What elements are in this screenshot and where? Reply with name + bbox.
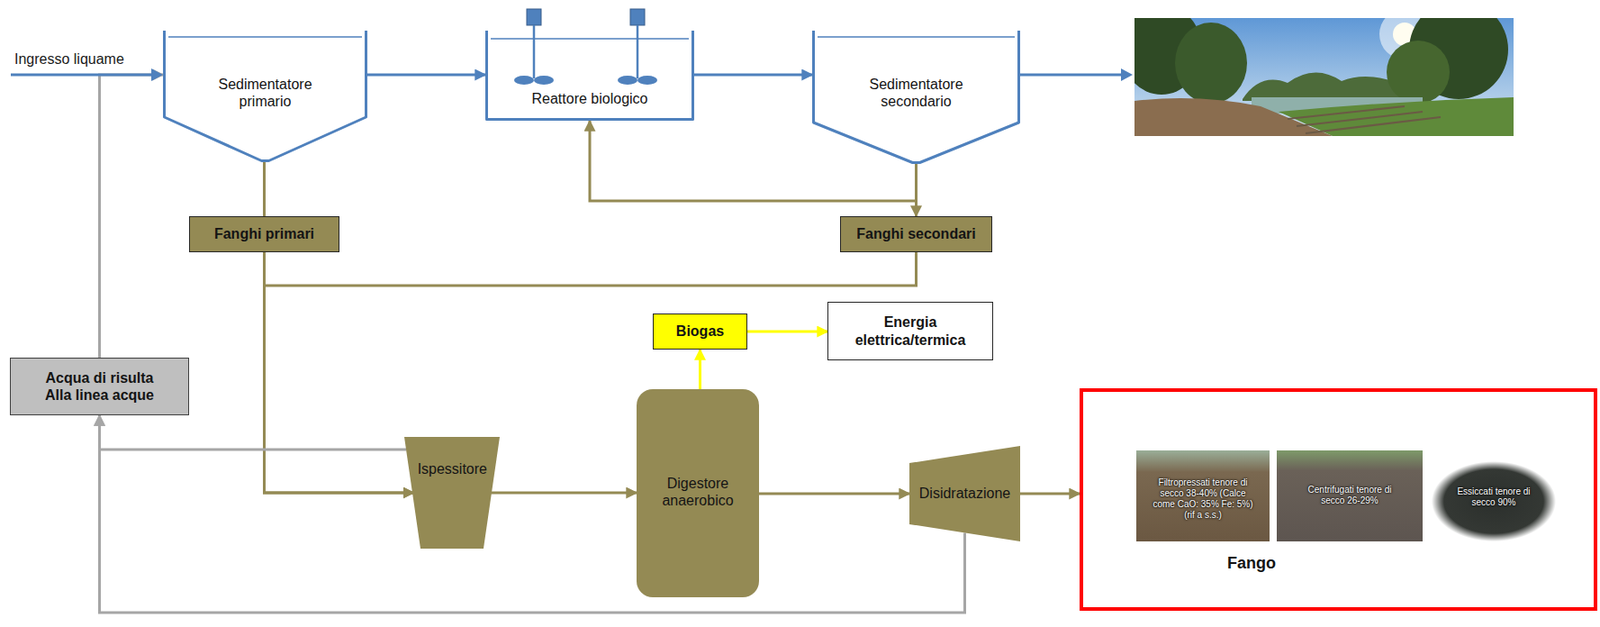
sludge-box: Fanghi primari [189,216,340,253]
node-label: Sedimentatore secondario [860,75,973,110]
dewatering-unit: Disidratazione [909,445,1021,542]
unit-shape [404,436,500,549]
energy-box: Energia elettrica/termica [827,301,994,361]
tank-wall [164,30,367,162]
flow-label: Ingresso liquame [14,50,125,68]
sludge-photo: Centrifugati tenore di secco 26-29% [1276,450,1423,542]
tank-outline [485,30,695,121]
node-label: Essiccati tenore di secco 90% [1448,486,1539,508]
flow-connector [914,163,918,217]
thickener: Ispessitore [404,436,500,549]
flow-connector [490,491,637,495]
return-water-box: Acqua di risulta Alla linea acque [9,357,190,416]
node-label: Fanghi primari [214,225,315,243]
node-label: Digestore anaerobico [648,474,748,509]
sludge-output-frame: Fango Filtropressati tenore di secco 38-4… [1079,388,1598,611]
biogas-box: Biogas [652,313,748,350]
sludge-photo: Filtropressati tenore di secco 38-40% (C… [1136,450,1270,542]
sludge-photo: Essiccati tenore di secco 90% [1431,450,1556,542]
aerator [617,9,658,85]
flow-connector [759,492,910,496]
photo-tree [1386,40,1450,104]
tank-wall [813,30,1020,163]
photo-boardwalk [1287,106,1441,134]
aerator-paddle [514,75,534,85]
aerator-paddle [637,75,658,85]
primary-settler: Sedimentatore primario [162,30,368,163]
flow-connector [698,349,702,389]
inflow-line [10,73,154,77]
aerator-paddle [617,75,638,85]
aerator-shaft [533,25,536,79]
flow-connector [589,120,917,201]
flow-connector [1020,492,1080,496]
flow-connector [747,330,828,334]
flow-connector [694,73,813,77]
sludge-box: Fanghi secondari [840,216,993,253]
node-label: Acqua di risulta Alla linea acque [38,369,162,404]
photo-tree [1175,22,1248,104]
outflow-arrowhead [1120,68,1133,82]
thickener-body [404,436,500,549]
photo-grass [1278,97,1514,136]
node-label: Filtropressati tenore di secco 38-40% (C… [1152,477,1254,521]
dewatering-body [909,445,1021,542]
flow-connector [99,415,966,613]
secondary-settler: Sedimentatore secondario [812,30,1021,164]
flow-connector [264,252,415,493]
node-label: Sedimentatore primario [209,75,322,110]
aerator-shaft [636,25,640,79]
node-label: Centrifugati tenore di secco 26-29% [1299,484,1401,507]
landscape-photo [1134,18,1514,136]
aerator [514,9,554,85]
water-surface [490,37,689,40]
node-label: Fanghi secondari [856,225,976,243]
node-label: Energia elettrica/termica [847,313,974,348]
flow-connector [99,415,407,450]
biological-reactor: Reattore biologico [485,30,695,121]
flow-connector [367,73,486,77]
flow-connector [262,162,266,217]
flow-connector [264,252,917,493]
photo-far-trees [1242,72,1405,101]
node-label: Ispessitore [417,460,488,478]
anaerobic-digester: Digestore anaerobico [636,388,760,597]
aerator-paddle [533,75,554,85]
water-surface [817,36,1015,38]
outflow-line [1020,73,1124,77]
inflow-arrowhead [151,68,163,82]
node-label: Reattore biologico [532,90,649,108]
node-label: Biogas [676,322,724,340]
node-label: Fango [1227,553,1276,574]
flow-connector [99,74,164,358]
water-surface [168,36,362,38]
node-label: Disidratazione [919,484,1011,502]
aerator-motor [526,9,542,26]
tank-wall [487,30,694,120]
aerator-motor [630,9,645,26]
